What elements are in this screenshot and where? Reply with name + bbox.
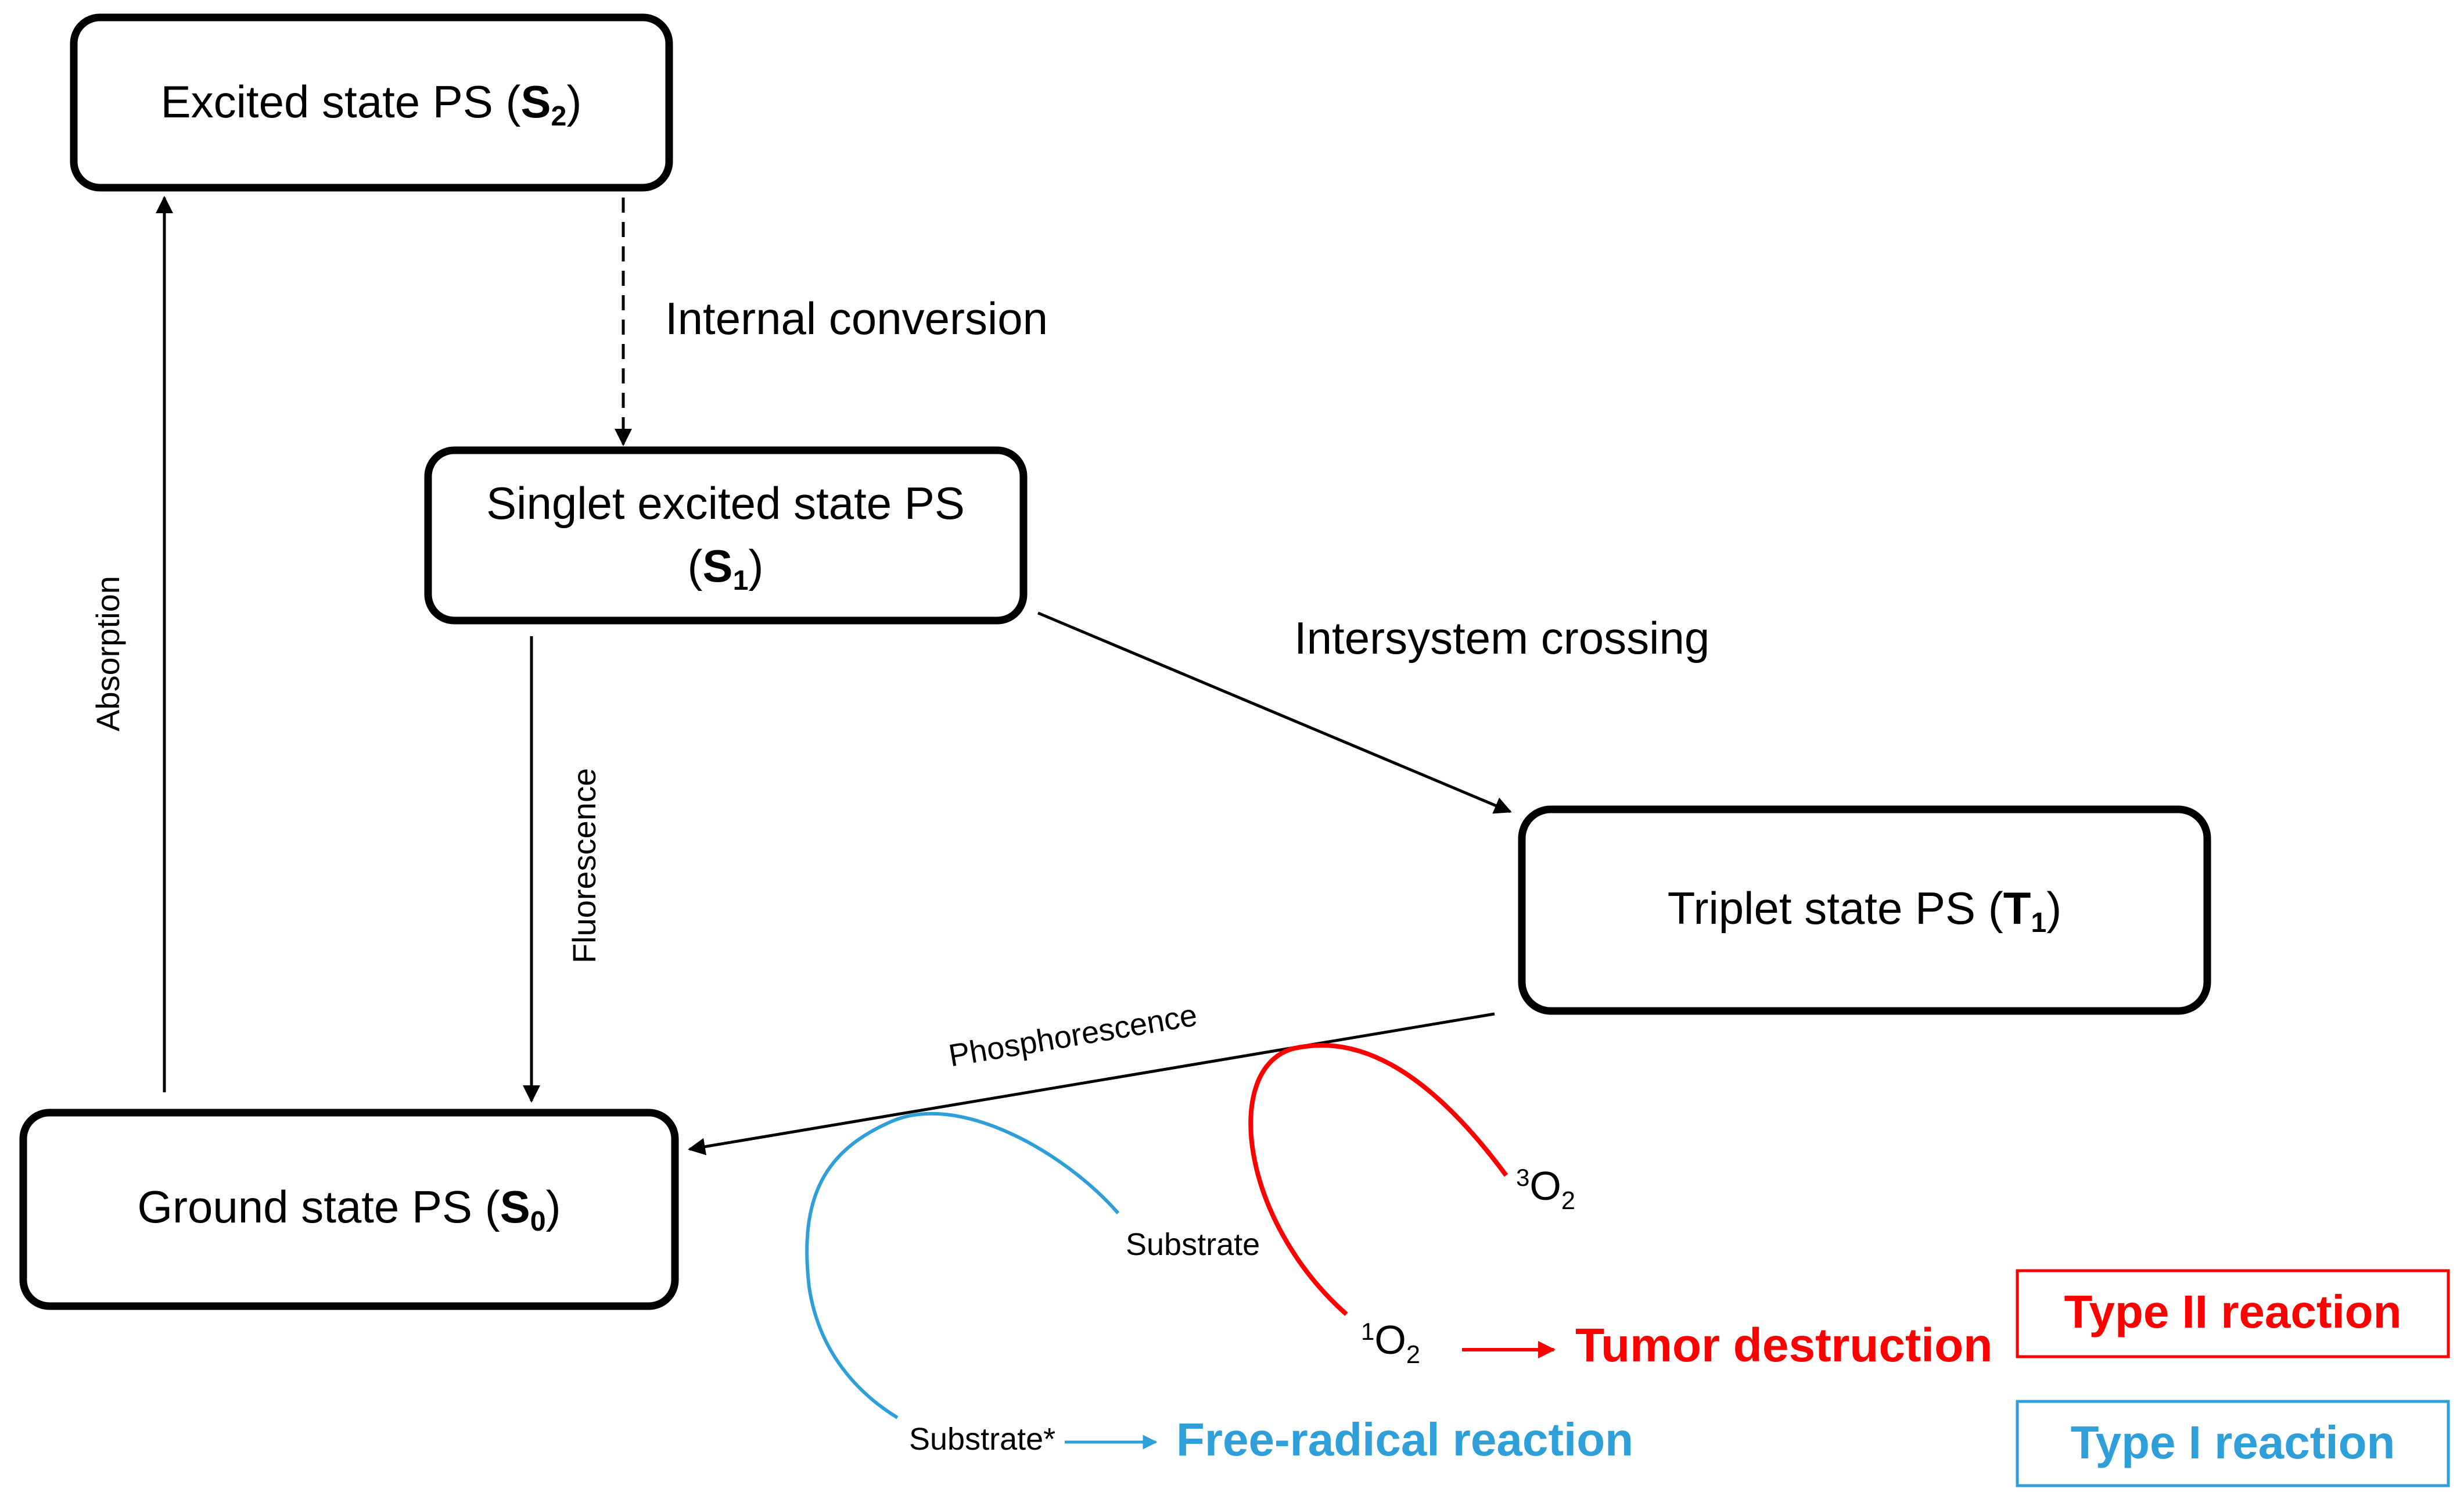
box-singlet-excited-state-s1: Singlet excited state PS (S1) <box>424 446 1028 625</box>
singlet-oxygen-label: 1O2 <box>1361 1317 1420 1369</box>
s0-label: Ground state PS (S0) <box>137 1181 561 1237</box>
substrate-excited-label: Substrate* <box>909 1422 1055 1457</box>
type1-substrate-curve <box>805 1111 1120 1419</box>
internal-conversion-label: Internal conversion <box>665 293 1048 344</box>
type2-oxygen-curve <box>1248 1043 1508 1316</box>
absorption-label: Absorption <box>89 576 126 732</box>
t1-label: Triplet state PS (T1) <box>1668 883 2062 938</box>
substrate-label: Substrate <box>1126 1227 1260 1262</box>
s1-label-line2: (S1) <box>688 540 764 596</box>
tumor-destruction-label: Tumor destruction <box>1575 1319 1992 1372</box>
triplet-oxygen-label: 3O2 <box>1516 1163 1575 1215</box>
legend-type2-reaction: Type II reaction <box>2016 1269 2450 1358</box>
s2-label: Excited state PS (S2) <box>161 76 582 132</box>
box-triplet-state-t1: Triplet state PS (T1) <box>1518 805 2211 1015</box>
legend-type1-label: Type I reaction <box>2071 1417 2395 1468</box>
legend-type2-label: Type II reaction <box>2064 1286 2402 1338</box>
intersystem-crossing-arrow <box>1037 611 1512 814</box>
intersystem-crossing-label: Intersystem crossing <box>1294 612 1709 664</box>
fluorescence-label: Fluorescence <box>566 768 602 963</box>
box-excited-state-s2: Excited state PS (S2) <box>70 13 673 192</box>
legend-type1-reaction: Type I reaction <box>2016 1400 2450 1487</box>
s1-label-line1: Singlet excited state PS <box>486 478 965 529</box>
phosphorescence-arrow <box>688 1012 1495 1156</box>
box-ground-state-s0: Ground state PS (S0) <box>19 1109 679 1310</box>
free-radical-reaction-label: Free-radical reaction <box>1176 1414 1633 1465</box>
phosphorescence-label: Phosphorescence <box>946 998 1199 1074</box>
